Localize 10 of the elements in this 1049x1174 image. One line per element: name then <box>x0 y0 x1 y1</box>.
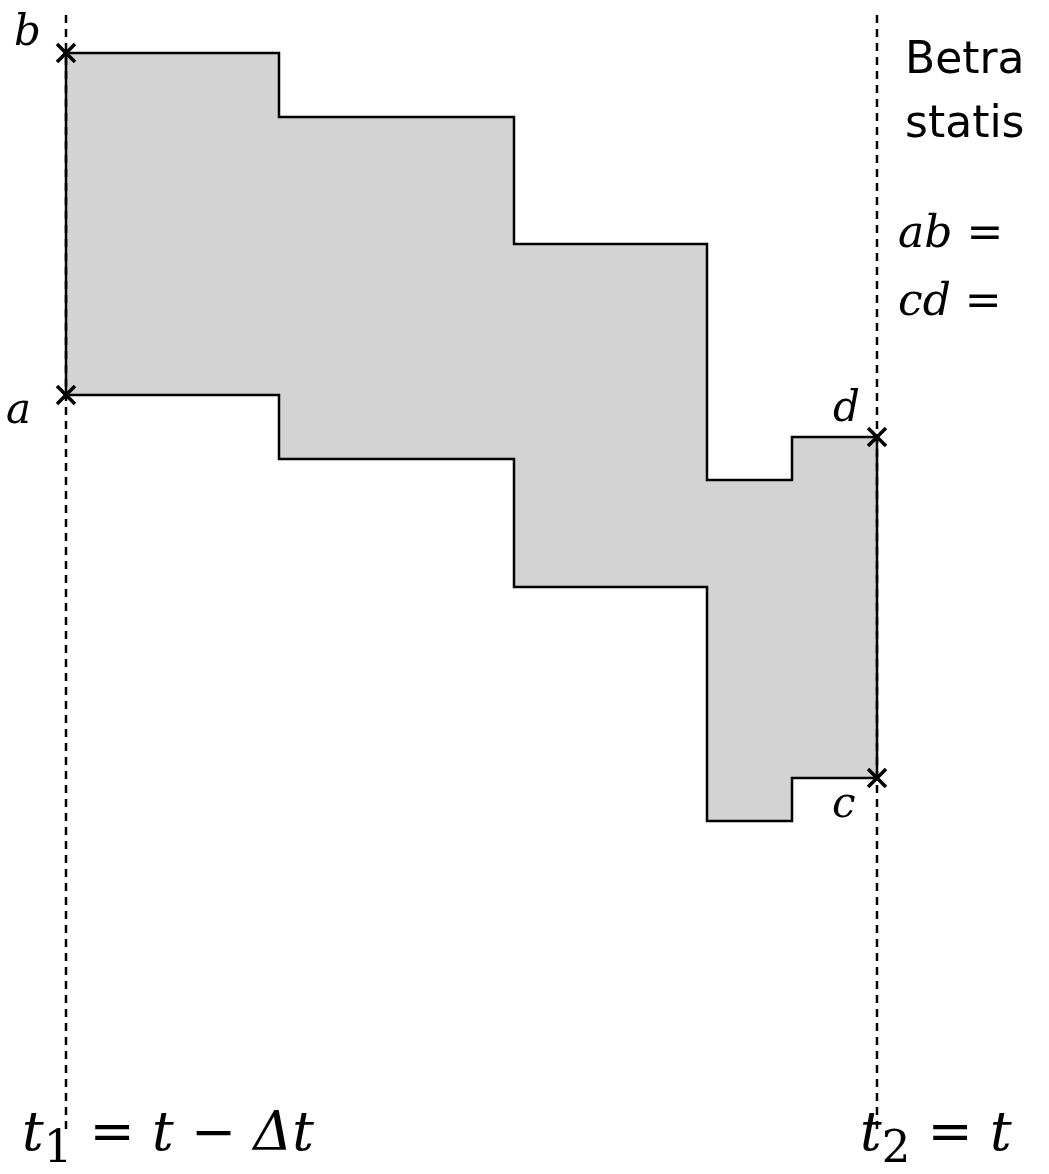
point-label: b <box>14 10 41 52</box>
formula-text: cd = <box>898 278 1002 322</box>
point-label: c <box>832 782 856 824</box>
note-text: statis <box>905 100 1025 144</box>
axis-label: t$_{1}$ = t − Δt <box>22 1105 314 1169</box>
point-label: a <box>6 388 32 430</box>
axis-label: t$_{2}$ = t <box>860 1105 1012 1169</box>
point-label: d <box>833 386 860 428</box>
formula-text: ab = <box>898 210 1004 254</box>
note-text: Betra <box>905 36 1025 80</box>
